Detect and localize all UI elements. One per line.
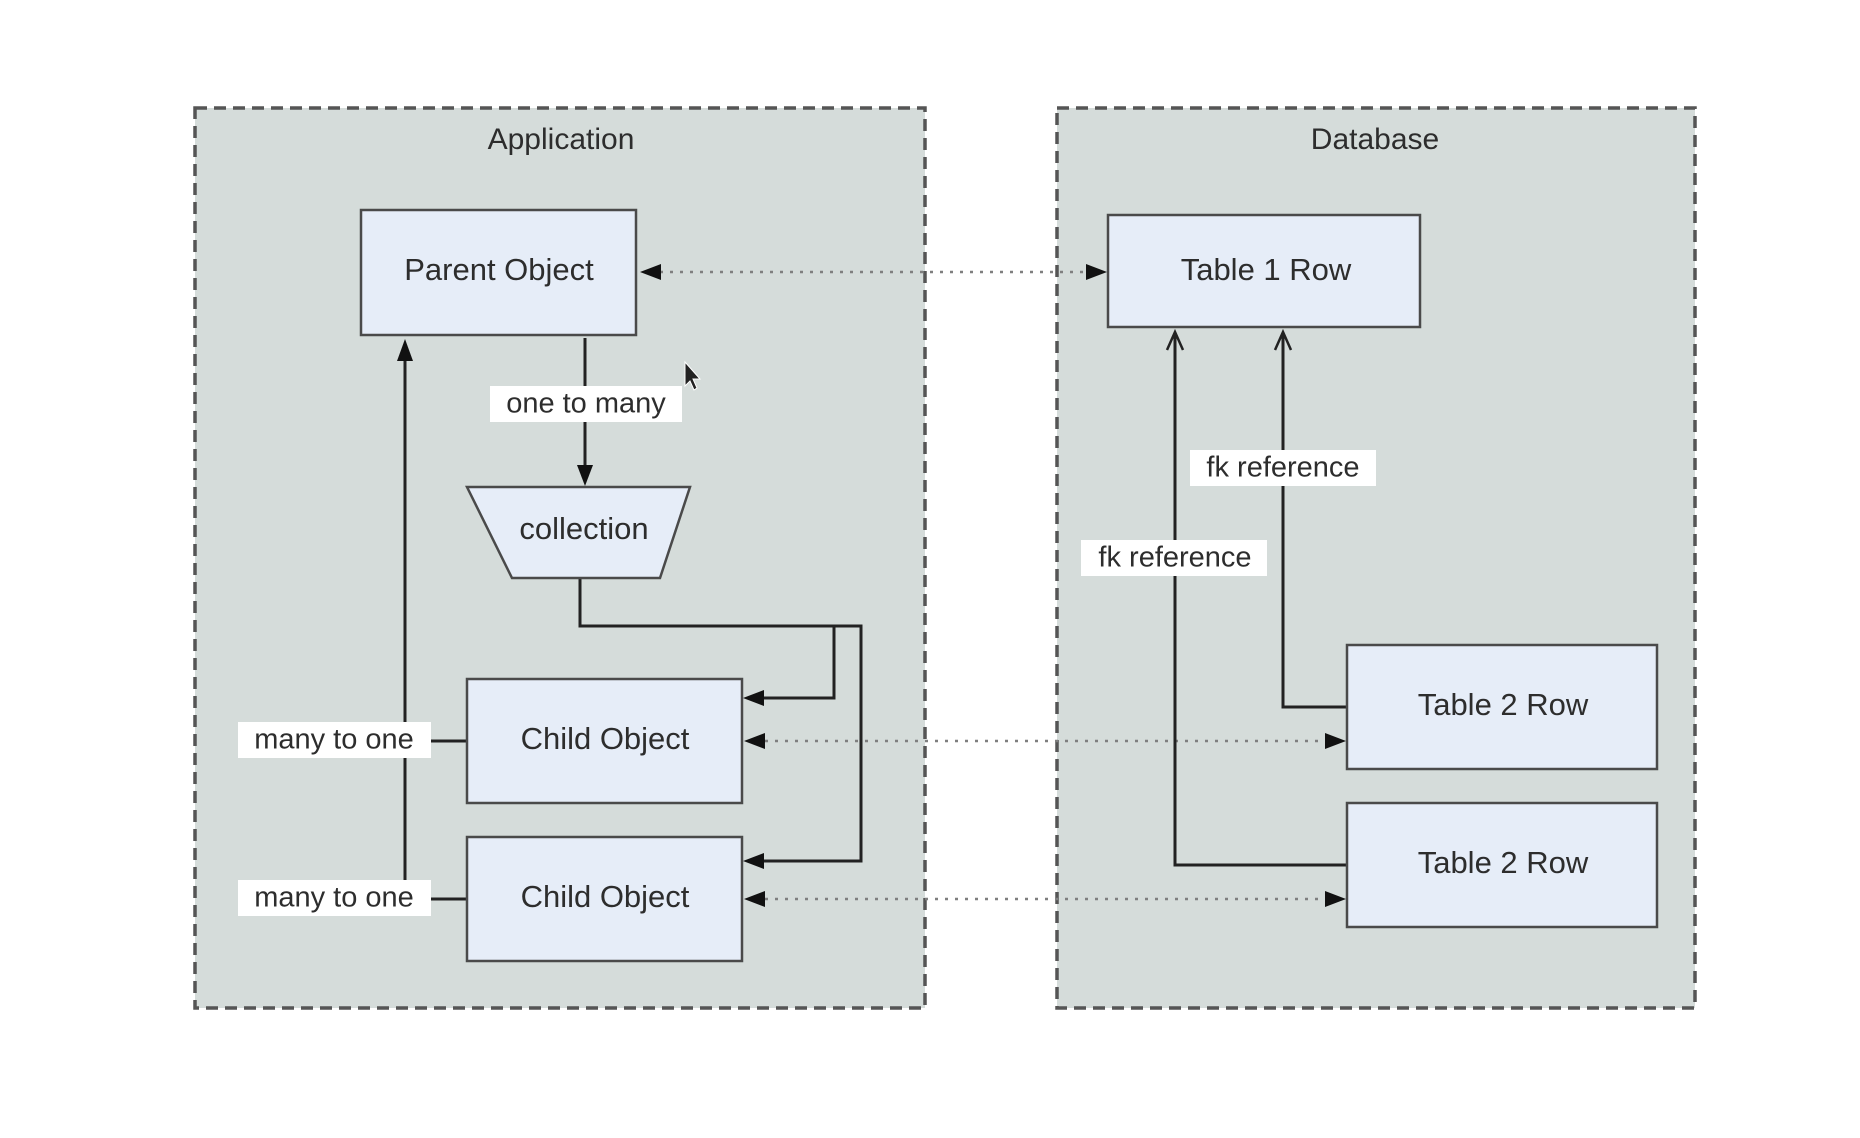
fk-reference-label-2-bg [1081, 540, 1267, 576]
parent-object-label: Parent Object [404, 252, 594, 287]
collection-node[interactable]: collection [464, 485, 692, 580]
one-to-many-arrowhead [577, 465, 593, 486]
fk-reference-1-arrowhead [1273, 328, 1293, 351]
many-to-one-label-1-text: many to one [254, 724, 414, 756]
fk-reference-2-connector [1173, 335, 1347, 867]
table2-row-1-label: Table 2 Row [1418, 687, 1589, 722]
collection-shape[interactable] [464, 485, 692, 580]
table2-row-1-box[interactable] [1345, 643, 1659, 771]
child-object-node-2[interactable]: Child Object [465, 835, 744, 963]
fk-reference-label-1-bg [1190, 450, 1376, 486]
table1-row-label: Table 1 Row [1181, 252, 1352, 287]
child-object-1-box[interactable] [465, 677, 744, 805]
child1-mapping-arrowhead [744, 733, 765, 749]
table2-row1-mapping-arrowhead [1325, 733, 1346, 749]
parent-object-node[interactable]: Parent Object [359, 208, 638, 337]
collection-to-child-2-connector [580, 624, 863, 863]
fk-reference-label-1-text: fk reference [1206, 452, 1359, 484]
table2-row2-mapping-arrowhead [1325, 891, 1346, 907]
child-object-node-1[interactable]: Child Object [465, 677, 744, 805]
many-to-one-label-1-bg [238, 722, 431, 758]
table2-row-node-2[interactable]: Table 2 Row [1345, 801, 1659, 929]
database-group-label: Database [1311, 123, 1439, 156]
fk-reference-label-2-text: fk reference [1098, 542, 1251, 574]
table1-mapping-arrowhead [1086, 264, 1107, 280]
child-object-2-box[interactable] [465, 835, 744, 963]
parent-object-box[interactable] [359, 208, 638, 337]
table2-row-node-1[interactable]: Table 2 Row [1345, 643, 1659, 771]
many-to-one-arrowhead [397, 339, 413, 361]
collection-to-child-2-arrowhead [743, 853, 764, 869]
parent-mapping-arrowhead [640, 264, 661, 280]
child-object-2-label: Child Object [521, 879, 690, 914]
table1-row-node[interactable]: Table 1 Row [1106, 213, 1422, 329]
one-to-many-label-text: one to many [506, 388, 666, 420]
table2-row-2-label: Table 2 Row [1418, 845, 1589, 880]
many-to-one-label-2: many to one [238, 880, 431, 916]
fk-reference-2-arrowhead [1165, 328, 1185, 351]
child2-mapping-arrowhead [744, 891, 765, 907]
one-to-many-label-bg [490, 386, 682, 422]
fk-reference-label-1: fk reference [1190, 450, 1376, 486]
collection-label: collection [519, 511, 648, 546]
fk-reference-label-2: fk reference [1081, 540, 1267, 576]
application-group-label: Application [488, 123, 635, 156]
many-to-one-label-2-bg [238, 880, 431, 916]
collection-to-child-1-arrowhead [743, 690, 764, 706]
one-to-many-label: one to many [490, 386, 682, 422]
table1-row-box[interactable] [1106, 213, 1422, 329]
many-to-one-label-2-text: many to one [254, 882, 414, 914]
many-to-one-label-1: many to one [238, 722, 431, 758]
table2-row-2-box[interactable] [1345, 801, 1659, 929]
child-object-1-label: Child Object [521, 721, 690, 756]
mouse-cursor-icon [684, 360, 702, 391]
